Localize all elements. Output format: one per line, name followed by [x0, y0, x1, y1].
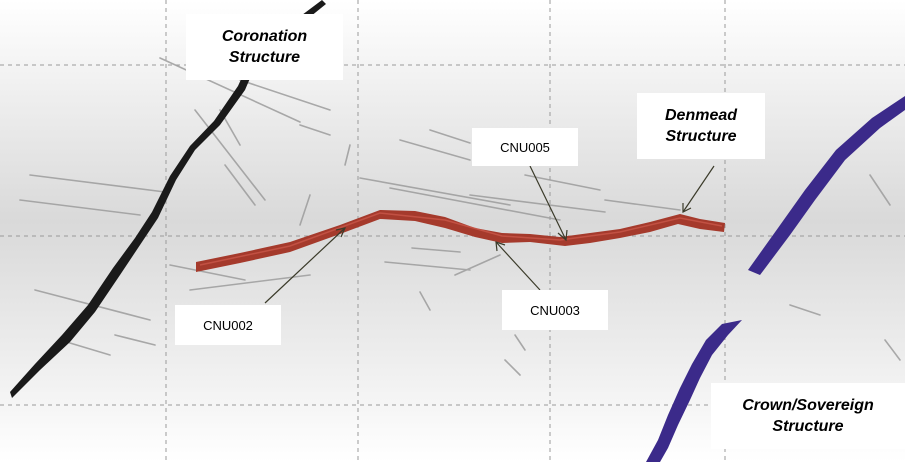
lode-ribbon [196, 210, 725, 272]
denmead-label: Denmead Structure [637, 93, 765, 159]
drill-trace [239, 79, 331, 111]
drill-trace [411, 247, 461, 253]
crown-structure-upper [748, 96, 905, 275]
drill-trace [299, 194, 311, 226]
drill-trace [884, 339, 901, 361]
drill-trace [399, 139, 471, 161]
drill-trace [789, 304, 821, 316]
crown-structure-lower [646, 320, 742, 462]
drill-trace [384, 261, 471, 271]
drill-trace [194, 109, 266, 201]
drill-trace [159, 57, 301, 123]
leader-cnu003 [495, 241, 541, 291]
coronation-label: Coronation Structure [186, 14, 343, 80]
coronation-structure [10, 0, 326, 398]
arrow-head-cnu002 [335, 227, 347, 238]
drill-trace [224, 164, 256, 206]
drill-trace [344, 144, 351, 166]
drill-trace [359, 177, 511, 206]
arrow-head-cnu005 [557, 229, 568, 242]
leader-lines [264, 165, 715, 304]
lode-ribbon-highlight [199, 212, 723, 266]
drill-trace [469, 194, 606, 213]
drill-trace [19, 199, 141, 216]
leader-cnu005 [529, 165, 567, 241]
drill-trace [299, 124, 331, 136]
drill-trace [504, 359, 521, 376]
drill-trace [114, 334, 156, 346]
cnu003-label: CNU003 [502, 290, 608, 330]
drill-trace [429, 129, 471, 144]
leader-cnu002 [264, 227, 346, 304]
leader-denmead [682, 165, 715, 213]
drill-trace [454, 254, 501, 276]
drill-traces [19, 57, 901, 376]
drill-trace [169, 264, 246, 281]
drill-trace [514, 334, 526, 351]
drill-trace [389, 187, 561, 221]
cnu002-label: CNU002 [175, 305, 281, 345]
arrow-head-cnu003 [495, 241, 506, 252]
drill-trace [29, 174, 166, 193]
drill-trace [604, 199, 681, 211]
drill-trace [524, 174, 601, 191]
drill-trace [869, 174, 891, 206]
drill-trace [419, 291, 431, 311]
cnu005-label: CNU005 [472, 128, 578, 166]
arrow-head-denmead [682, 203, 692, 213]
drill-trace [189, 274, 311, 291]
crown-sovereign-label: Crown/Sovereign Structure [711, 383, 905, 449]
